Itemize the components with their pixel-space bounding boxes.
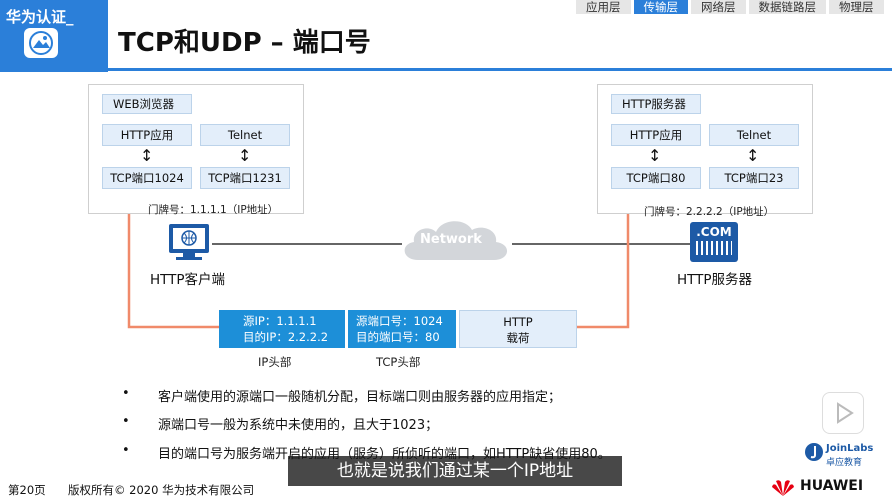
payload-text: 载荷 <box>506 331 530 345</box>
computer-icon <box>166 222 214 266</box>
server-http-app-box: HTTP应用 <box>611 124 701 146</box>
server-door-label: 门牌号：2.2.2.2（IP地址） <box>644 206 775 218</box>
client-panel <box>88 84 304 214</box>
huawei-flower-icon <box>770 477 796 501</box>
ip-dst: 目的IP：2.2.2.2 <box>243 330 329 344</box>
arrow-path-left <box>127 195 219 329</box>
server-com-text: .COM <box>696 225 732 239</box>
brand-text: 华为认证_ <box>6 8 74 26</box>
updown-arrow-icon: ↕ <box>648 146 662 165</box>
client-label: HTTP客户端 <box>150 272 226 288</box>
server-port-80-box: TCP端口80 <box>611 167 701 189</box>
tcp-dst: 目的端口号：80 <box>356 330 440 344</box>
ip-header-block: 源IP：1.1.1.1 目的IP：2.2.2.2 <box>219 310 345 348</box>
video-subtitle: 也就是说我们通过某一个IP地址 <box>288 456 622 486</box>
arrow-path-right <box>577 188 638 329</box>
joinlabs-logo-icon <box>804 442 824 466</box>
layer-tab-physical[interactable]: 物理层 <box>829 0 884 14</box>
client-port-1024-box: TCP端口1024 <box>102 167 192 189</box>
tcp-header-label: TCP头部 <box>376 355 421 369</box>
bullet-2: 源端口号一般为系统中未使用的，且大于1023； <box>158 418 439 433</box>
client-door-label: 门牌号：1.1.1.1（IP地址） <box>148 204 279 216</box>
layer-tab-network[interactable]: 网络层 <box>691 0 746 14</box>
client-telnet-box: Telnet <box>200 124 290 146</box>
server-label: HTTP服务器 <box>677 272 753 288</box>
bullet-dot: • <box>122 386 130 401</box>
page-number: 第20页 <box>8 483 46 497</box>
play-button[interactable] <box>822 392 864 434</box>
ip-header-label: IP头部 <box>258 355 292 369</box>
client-browser-box: WEB浏览器 <box>102 94 192 114</box>
client-port-1231-box: TCP端口1231 <box>200 167 290 189</box>
joinlabs-text: JoinLabs <box>826 443 874 454</box>
network-cloud-icon <box>396 214 516 270</box>
brand-image-icon <box>24 28 58 58</box>
title-underline <box>108 68 892 71</box>
layer-tab-application[interactable]: 应用层 <box>576 0 631 14</box>
bullet-dot: • <box>122 414 130 429</box>
network-label: Network <box>420 232 482 247</box>
updown-arrow-icon: ↕ <box>140 146 154 165</box>
http-payload-block: HTTP 载荷 <box>459 310 577 348</box>
layer-tab-transport[interactable]: 传输层 <box>633 0 688 14</box>
server-telnet-box: Telnet <box>709 124 799 146</box>
server-port-23-box: TCP端口23 <box>709 167 799 189</box>
server-icon: .COM <box>690 222 738 262</box>
server-title-box: HTTP服务器 <box>611 94 701 114</box>
updown-arrow-icon: ↕ <box>746 146 760 165</box>
copyright: 版权所有© 2020 华为技术有限公司 <box>68 483 255 497</box>
tcp-src: 源端口号：1024 <box>356 314 443 328</box>
tcp-header-block: 源端口号：1024 目的端口号：80 <box>348 310 456 348</box>
huawei-logo-text: HUAWEI <box>800 478 864 494</box>
page-title: TCP和UDP – 端口号 <box>118 28 371 58</box>
bullet-1: 客户端使用的源端口一般随机分配，目标端口则由服务器的应用指定； <box>158 390 562 405</box>
client-http-app-box: HTTP应用 <box>102 124 192 146</box>
layer-tab-datalink[interactable]: 数据链路层 <box>748 0 826 14</box>
updown-arrow-icon: ↕ <box>238 146 252 165</box>
bullet-dot: • <box>122 443 130 458</box>
joinlabs-cn-text: 卓应教育 <box>826 458 863 468</box>
http-text: HTTP <box>503 315 533 329</box>
play-icon <box>837 402 854 424</box>
ip-src: 源IP：1.1.1.1 <box>243 314 317 328</box>
layer-nav: 应用层 传输层 网络层 数据链路层 物理层 <box>576 0 887 14</box>
